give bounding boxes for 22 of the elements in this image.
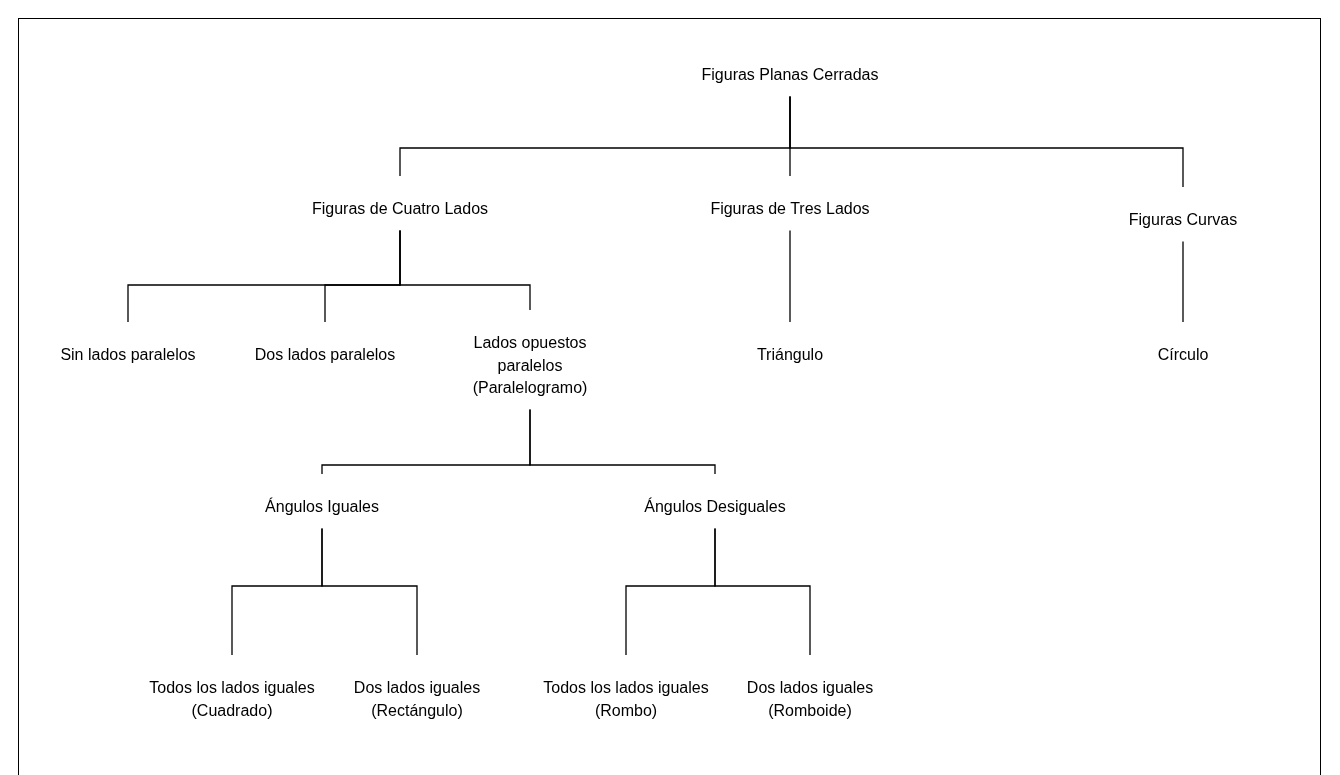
node-label: Sin lados paralelos bbox=[59, 345, 197, 365]
node-label: Dos lados iguales (Romboide) bbox=[745, 678, 875, 721]
node-label: Dos lados paralelos bbox=[253, 345, 397, 365]
node-label: Figuras de Cuatro Lados bbox=[310, 199, 490, 219]
connector-line bbox=[789, 229, 791, 323]
connector-line bbox=[789, 95, 1184, 188]
node-label: Ángulos Iguales bbox=[264, 496, 380, 517]
node-label: Todos los lados iguales (Cuadrado) bbox=[148, 678, 316, 721]
node-label: Círculo bbox=[1156, 345, 1210, 365]
connector-line bbox=[1182, 240, 1184, 323]
connector-line bbox=[399, 229, 531, 311]
node-label: Lados opuestos paralelos (Paralelogramo) bbox=[471, 333, 589, 398]
node-label: Figuras de Tres Lados bbox=[709, 199, 871, 219]
node-label: Figuras Curvas bbox=[1127, 210, 1239, 230]
connector-line bbox=[321, 527, 418, 656]
node-label: Triángulo bbox=[755, 345, 825, 365]
node-label: Ángulos Desiguales bbox=[643, 496, 787, 517]
node-label: Figuras Planas Cerradas bbox=[700, 65, 880, 85]
connector-line bbox=[529, 408, 716, 475]
node-label: Dos lados iguales (Rectángulo) bbox=[352, 678, 482, 721]
node-label: Todos los lados iguales (Rombo) bbox=[542, 678, 710, 721]
connector-line bbox=[714, 527, 811, 656]
